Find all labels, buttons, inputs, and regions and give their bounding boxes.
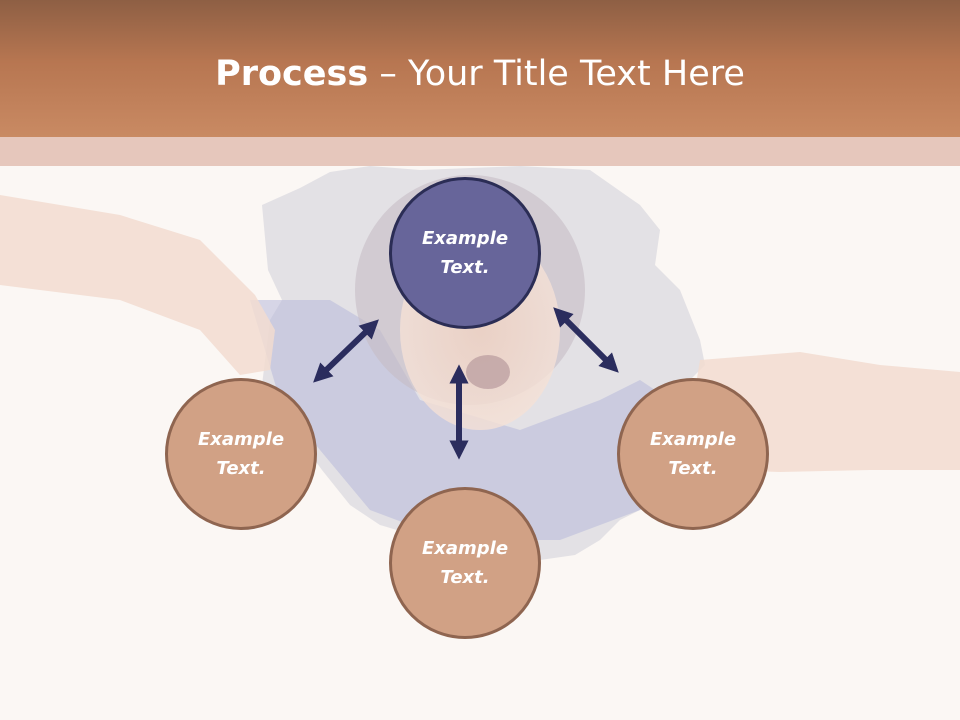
node-right[interactable]: Example Text. bbox=[617, 378, 769, 530]
node-top-label: Example Text. bbox=[421, 228, 509, 278]
node-left[interactable]: Example Text. bbox=[165, 378, 317, 530]
page-title: Process – Your Title Text Here bbox=[0, 52, 960, 96]
title-underband bbox=[0, 137, 960, 166]
left-arm bbox=[0, 195, 275, 375]
mouth bbox=[466, 355, 510, 389]
arrow-top-right bbox=[553, 307, 619, 373]
title-bar bbox=[0, 0, 960, 137]
node-left-label: Example Text. bbox=[197, 429, 285, 479]
node-top[interactable]: Example Text. bbox=[389, 177, 541, 329]
title-dash: – bbox=[379, 54, 397, 94]
node-bottom[interactable]: Example Text. bbox=[389, 487, 541, 639]
title-rest: Your Title Text Here bbox=[407, 54, 745, 94]
node-bottom-label: Example Text. bbox=[421, 538, 509, 588]
arrow-top-left bbox=[313, 319, 379, 383]
node-right-label: Example Text. bbox=[649, 429, 737, 479]
title-bold: Process bbox=[215, 54, 369, 94]
